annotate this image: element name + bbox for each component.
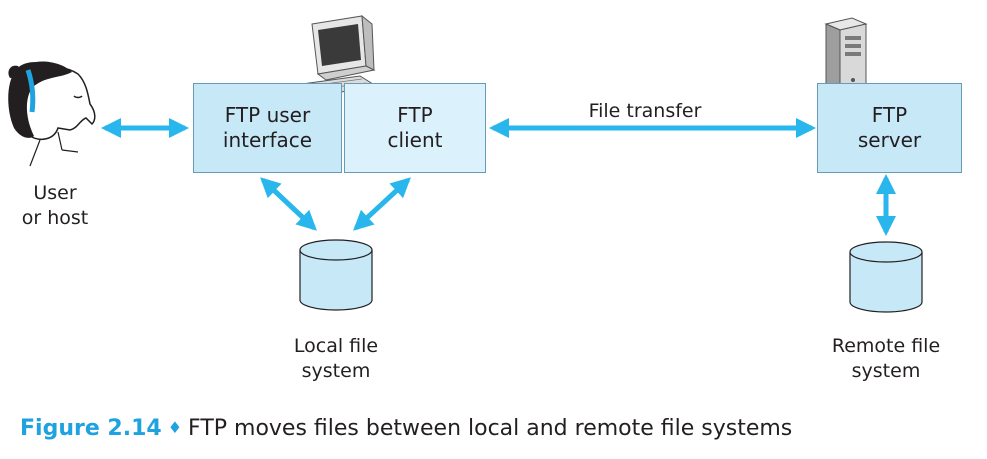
user-head-icon	[8, 61, 96, 167]
client-to-local-fs-arrow	[353, 177, 411, 231]
server-tower-icon	[824, 17, 868, 99]
local-file-system-label: Local file system	[293, 335, 379, 382]
ftp-client-box: FTP client	[344, 83, 486, 173]
interface-to-local-fs-arrow	[260, 177, 317, 231]
user-label: User or host	[21, 182, 89, 229]
remote-file-system-label: Remote file system	[831, 335, 941, 382]
figure-number: Figure 2.14	[20, 416, 162, 441]
file-transfer-label: File transfer	[588, 100, 702, 122]
caption-text: FTP moves files between local and remote…	[188, 416, 793, 441]
ftp-user-interface-box: FTP user interface	[193, 83, 342, 173]
remote-disk-icon	[849, 241, 923, 313]
figure-caption: Figure 2.14 ♦ FTP moves files between loca…	[20, 416, 792, 441]
ftp-server-box: FTP server	[817, 83, 962, 173]
local-disk-icon	[299, 239, 373, 311]
caption-diamond: ♦	[167, 418, 183, 437]
